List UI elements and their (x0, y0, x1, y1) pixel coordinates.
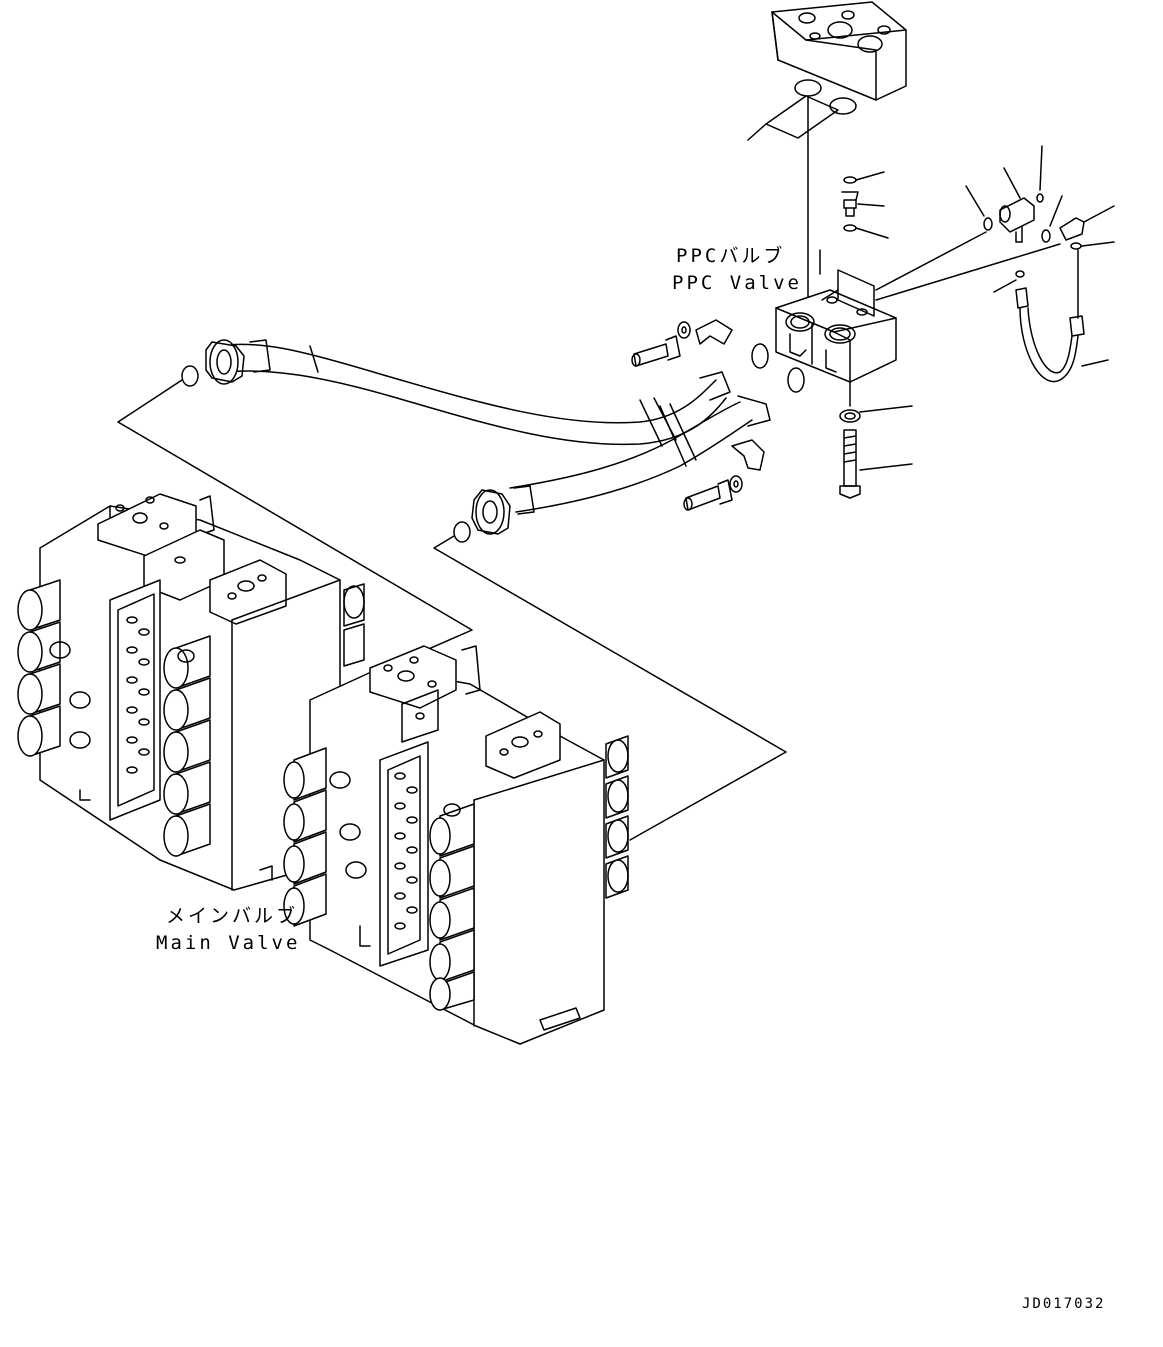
elbow-fitting (876, 146, 1114, 300)
hose-o-rings (752, 344, 804, 392)
pilot-hose (994, 250, 1108, 382)
rear-right-spools (164, 584, 364, 856)
front-left-spools (284, 748, 366, 926)
top-o-rings (748, 80, 856, 300)
ppc-valve-block (776, 232, 986, 382)
main-valve-label-en: Main Valve (156, 932, 301, 954)
drawing-code: JD017032 (1022, 1296, 1106, 1312)
upper-hose (182, 320, 732, 446)
main-valve-rear (18, 494, 364, 890)
main-valve-label-jp: メインバルブ (166, 905, 299, 927)
main-valve-front (284, 646, 628, 1044)
ppc-valve-label-jp: PPCバルブ (676, 245, 786, 267)
lower-hose (454, 396, 770, 542)
top-mounting-block (772, 2, 906, 100)
ppc-valve-label-en: PPC Valve (672, 272, 802, 294)
rear-left-spools (18, 580, 90, 756)
front-right-spools (430, 736, 628, 1010)
ppc-mount-bolt (840, 382, 912, 498)
ppc-fittings (842, 172, 888, 238)
